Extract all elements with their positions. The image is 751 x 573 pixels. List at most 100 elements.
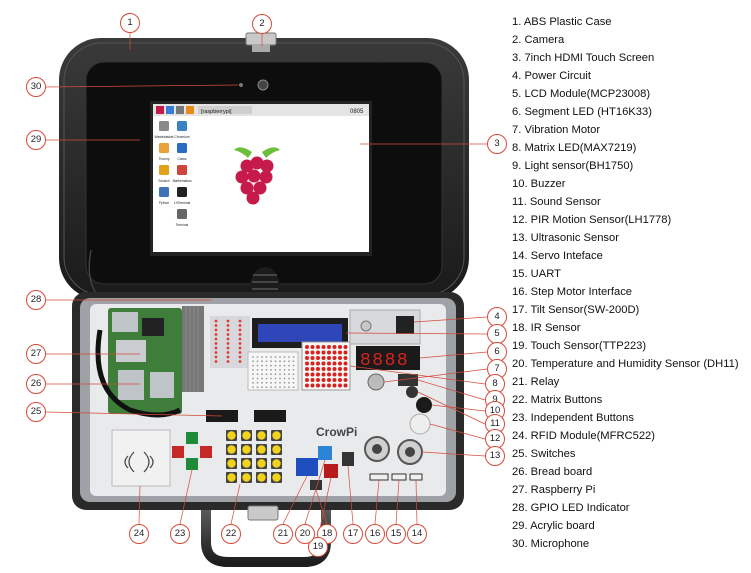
matrix-led-dot [305,383,309,388]
leader-line [345,332,488,335]
matrix-led-dot [343,350,348,355]
matrix-button [242,431,251,440]
legend-item: 21Relay [512,373,748,391]
microphone-hole [239,83,243,87]
breadboard-hole [261,373,263,376]
breadboard-hole [256,360,259,363]
gpio-led-dot [238,324,242,327]
component-legend: 1ABS Plastic Case 2Camera 37inch HDMI To… [512,13,748,553]
gpio-led-dot [214,355,218,359]
breadboard-hole [279,373,281,376]
breadboard-hole [292,356,295,358]
breadboard-hole [283,381,286,384]
breadboard-hole [256,386,259,388]
breadboard-hole [274,360,277,363]
independent-buttons [172,432,212,470]
desktop-app-label: Python [159,201,169,205]
leader-line [415,479,418,525]
breadboard-hole [274,373,277,376]
matrix-led-dot [316,356,320,360]
matrix-buttons [226,430,282,483]
matrix-led-dot [321,378,326,382]
gpio-led-dot [214,319,218,323]
breadboard-hole [274,369,277,371]
gpio-led-dot [238,355,242,359]
breadboard-hole [265,373,268,376]
leader-line [315,489,328,525]
matrix-led-dot [343,367,348,371]
breadboard-hole [252,373,254,376]
legend-item: 7Vibration Motor [512,121,748,139]
matrix-led-dot [332,350,337,355]
matrix-led-dot [343,372,348,377]
matrix-led-dot [305,361,309,366]
matrix-led-dot [327,367,331,371]
screen-clock: 0805 [350,109,364,115]
breadboard-hole [252,386,254,388]
breadboard-hole [292,364,295,367]
gpio-led-dot [214,346,218,350]
breadboard-hole [279,364,281,367]
breadboard-hole [279,356,281,358]
camera-lens [257,79,269,91]
leader-line [419,351,488,359]
breadboard-hole [288,381,290,384]
legend-item: 22Matrix Buttons [512,391,748,409]
matrix-led-dot [327,356,331,360]
callout-29: 29 [26,130,46,150]
callout-19: 19 [308,537,328,557]
matrix-led-dot [321,361,326,366]
gpio-led-dot [226,360,230,363]
buzzer [416,397,432,413]
breadboard-hole [270,356,272,358]
leader-line [45,84,239,88]
matrix-led-dot [343,345,348,349]
gpio-led-dot [214,360,218,363]
gpio-led-dot [226,355,230,359]
power-circuit [349,309,421,345]
matrix-led-dot [305,367,309,371]
breadboard-hole [261,356,263,358]
matrix-led-dot [321,372,326,377]
legend-item: 30Microphone [512,535,748,553]
desktop-app-icon [177,121,187,131]
breadboard-hole [270,377,272,380]
breadboard-hole [279,360,281,363]
desktop-app-label: Wastebasket [155,135,174,139]
raspberry-pi-logo [234,147,280,205]
breadboard-hole [270,386,272,388]
legend-item: 19Touch Sensor(TTP223) [512,337,748,355]
matrix-button [272,473,281,482]
matrix-led-dot [343,361,348,366]
breadboard-hole [252,369,254,371]
breadboard-hole [265,386,268,388]
breadboard-hole [283,364,286,367]
desktop-app-label: Claws [178,157,187,161]
callout-23: 23 [170,524,190,544]
breadboard-hole [265,364,268,367]
breadboard-hole [256,377,259,380]
matrix-led-dot [316,367,320,371]
temperature-humidity-sensor [318,446,332,460]
legend-item: 24RFID Module(MFRC522) [512,427,748,445]
breadboard-hole [292,386,295,388]
desktop-app-icon [159,187,169,197]
matrix-button [242,459,251,468]
matrix-button [272,459,281,468]
matrix-led-dot [338,361,342,366]
gpio-led-dot [238,333,242,336]
matrix-led-dot [327,383,331,388]
ribbon-cable [182,306,204,392]
legend-item: 2Camera [512,31,748,49]
matrix-led-dot [316,372,320,377]
breadboard-hole [279,381,281,384]
legend-item: 27Raspberry Pi [512,481,748,499]
matrix-led-dot [338,356,342,360]
callout-30: 30 [26,77,46,97]
breadboard-hole [261,386,263,388]
matrix-led-dot [338,383,342,388]
gpio-led-dot [214,324,218,327]
callout-24: 24 [129,524,149,544]
